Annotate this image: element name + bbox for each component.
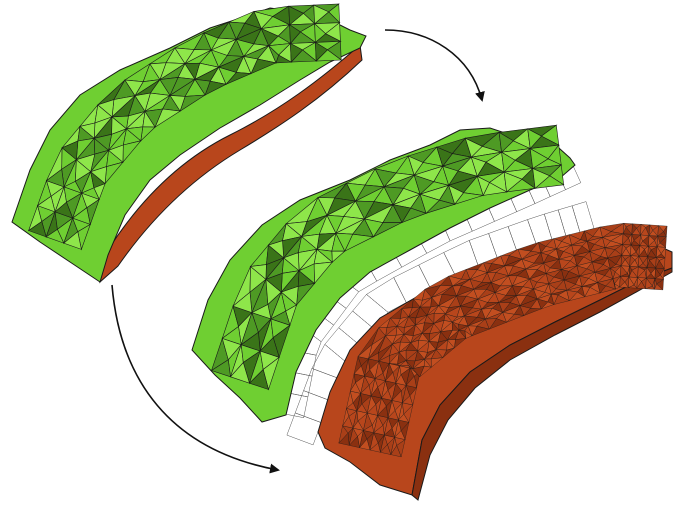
wire-cell: [572, 202, 594, 233]
wire-cell: [287, 413, 322, 445]
arrow-to-green-only: [385, 30, 482, 100]
